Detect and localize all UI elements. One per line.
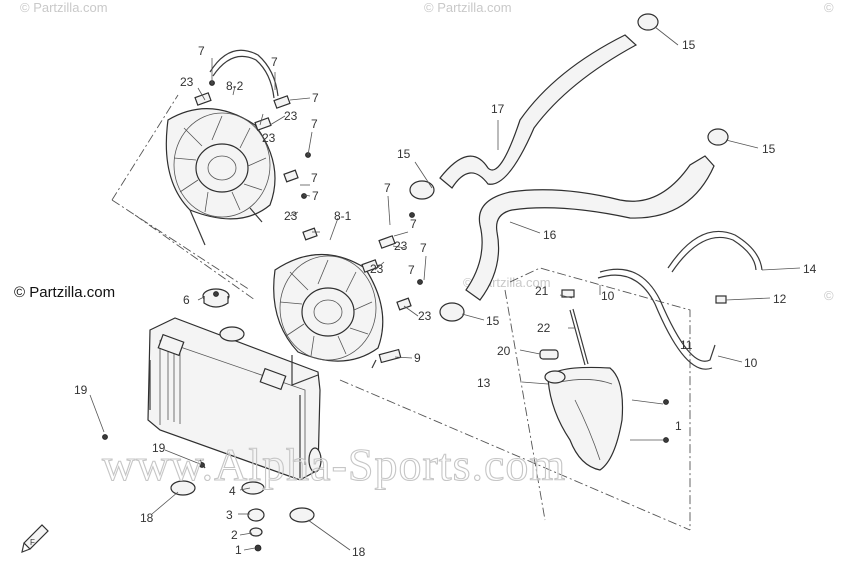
callout-1: 1 <box>235 543 242 557</box>
radiator-cap <box>202 288 230 308</box>
callout-9: 9 <box>414 351 421 365</box>
svg-text:F: F <box>30 538 35 547</box>
callout-3: 3 <box>226 508 233 522</box>
callout-7: 7 <box>312 189 319 203</box>
frame-lines-reservoir <box>339 267 691 531</box>
fasteners <box>194 80 423 311</box>
callout-16: 16 <box>543 228 557 242</box>
hose-17 <box>439 34 638 189</box>
callout-23: 23 <box>262 131 276 145</box>
thermo-switch <box>371 348 402 369</box>
callout-18: 18 <box>140 511 154 525</box>
watermark-top-left: © Partzilla.com <box>20 0 108 15</box>
callout-7: 7 <box>271 55 278 69</box>
callout-19: 19 <box>74 383 88 397</box>
callout-23: 23 <box>394 239 408 253</box>
cooling-fan-upper <box>165 108 276 246</box>
callout-14: 14 <box>803 262 817 276</box>
leader-lines <box>89 26 801 551</box>
watermark-alpha-sports: www.Alpha-Sports.com <box>102 439 566 490</box>
callout-4: 4 <box>229 484 236 498</box>
callout-15: 15 <box>397 147 411 161</box>
watermark-top-right: © <box>824 0 834 15</box>
reservoir-cap <box>539 349 559 360</box>
callout-8-1: 8-1 <box>334 209 352 223</box>
watermark-right: © <box>824 288 834 303</box>
cooling-fan-lower <box>273 253 384 362</box>
frame-line-reservoir-left <box>504 289 546 521</box>
callout-23: 23 <box>284 209 298 223</box>
callout-7: 7 <box>198 44 205 58</box>
callout-10: 10 <box>601 289 615 303</box>
callout-10: 10 <box>744 356 758 370</box>
hose-11 <box>599 268 716 362</box>
bottom-mount-parts <box>102 434 315 552</box>
callout-8-2: 8-2 <box>226 79 244 93</box>
callout-1: 1 <box>675 419 682 433</box>
hose-clamps <box>409 13 729 322</box>
overflow-hose-14 <box>667 230 763 271</box>
watermark-top-center: © Partzilla.com <box>424 0 512 15</box>
front-direction-arrow-icon: F <box>21 524 49 553</box>
callout-19: 19 <box>152 441 166 455</box>
frame-lines-left <box>111 94 256 301</box>
callout-7: 7 <box>311 171 318 185</box>
callout-7: 7 <box>311 117 318 131</box>
callout-20: 20 <box>497 344 511 358</box>
callout-11: 11 <box>680 338 693 352</box>
callout-12: 12 <box>773 292 787 306</box>
callout-7: 7 <box>384 181 391 195</box>
callout-21: 21 <box>535 284 549 298</box>
callout-7: 7 <box>408 263 415 277</box>
callout-15: 15 <box>762 142 776 156</box>
callout-13: 13 <box>477 376 491 390</box>
callout-23: 23 <box>418 309 432 323</box>
radiator <box>147 317 322 481</box>
callout-18: 18 <box>352 545 366 559</box>
callout-6: 6 <box>183 293 190 307</box>
callout-23: 23 <box>180 75 194 89</box>
callout-7: 7 <box>420 241 427 255</box>
hose-16 <box>465 155 715 301</box>
callout-7: 7 <box>410 217 417 231</box>
callout-2: 2 <box>231 528 238 542</box>
callout-7: 7 <box>312 91 319 105</box>
callout-22: 22 <box>537 321 551 335</box>
callout-15: 15 <box>486 314 500 328</box>
clip-12 <box>715 295 727 304</box>
watermark-left-brand: © Partzilla.com <box>14 284 115 301</box>
callout-23: 23 <box>284 109 298 123</box>
callout-15: 15 <box>682 38 696 52</box>
callout-17: 17 <box>491 102 505 116</box>
callout-23: 23 <box>370 262 384 276</box>
